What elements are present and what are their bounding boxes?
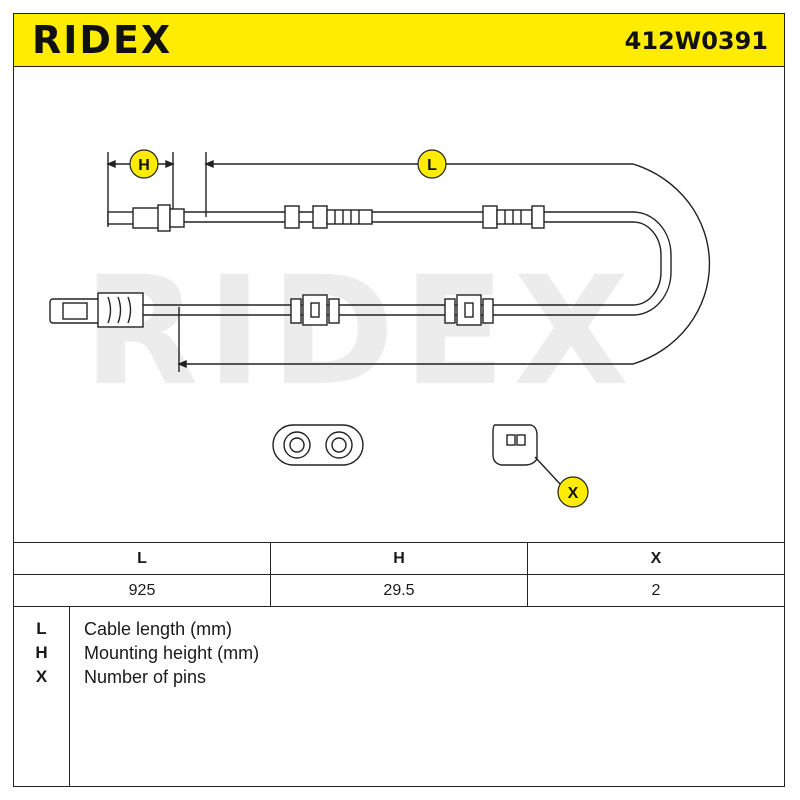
spec-header-h: H — [270, 542, 528, 575]
legend-divider — [69, 607, 70, 786]
spec-value-x: 2 — [527, 574, 785, 607]
dimension-l — [177, 152, 711, 372]
clip-upper-2 — [482, 205, 545, 229]
legend-desc-l: Cable length (mm) — [84, 619, 233, 639]
pin-connector-view — [492, 424, 562, 486]
legend-key-x: X — [35, 667, 48, 686]
brand-watermark: RIDEX — [83, 245, 637, 419]
header-bar: RIDEX 412W0391 — [13, 13, 785, 67]
legend-desc-h: Mounting height (mm) — [84, 643, 260, 663]
legend-row-l: L Cable length (mm) — [14, 619, 786, 643]
cable-upper — [183, 211, 672, 316]
legend-panel: L Cable length (mm) H Mounting height (m… — [13, 606, 785, 787]
legend-desc-x: Number of pins — [84, 667, 207, 687]
callout-l-label: L — [427, 157, 437, 174]
spec-value-row: 925 29.5 2 — [13, 574, 785, 607]
spec-table: L H X 925 29.5 2 — [13, 542, 785, 607]
part-number: 412W0391 — [624, 27, 768, 55]
callout-x: X — [557, 476, 589, 508]
sensor-cable-drawing: H L X — [49, 149, 711, 508]
connector-front-view — [272, 424, 364, 466]
callout-h: H — [129, 149, 159, 179]
sensor-head — [107, 204, 185, 232]
spec-header-x: X — [527, 542, 785, 575]
spec-value-h: 29.5 — [270, 574, 528, 607]
brand-logo: RIDEX — [32, 18, 173, 62]
callout-l: L — [417, 149, 447, 179]
legend-row-x: X Number of pins — [14, 667, 786, 691]
legend-key-h: H — [35, 643, 48, 662]
cable-lower — [143, 304, 633, 316]
spec-header-l: L — [13, 542, 271, 575]
connector-body — [49, 292, 144, 328]
clip-lower-2 — [444, 294, 494, 326]
spec-header-row: L H X — [13, 542, 785, 575]
callout-h-label: H — [138, 157, 150, 174]
callout-x-label: X — [568, 485, 579, 502]
legend-key-l: L — [36, 619, 47, 638]
spec-value-l: 925 — [13, 574, 271, 607]
legend-row-h: H Mounting height (mm) — [14, 643, 786, 667]
clip-upper-1 — [284, 205, 373, 229]
clip-lower-1 — [290, 294, 340, 326]
technical-drawing: RIDEX — [13, 67, 785, 542]
